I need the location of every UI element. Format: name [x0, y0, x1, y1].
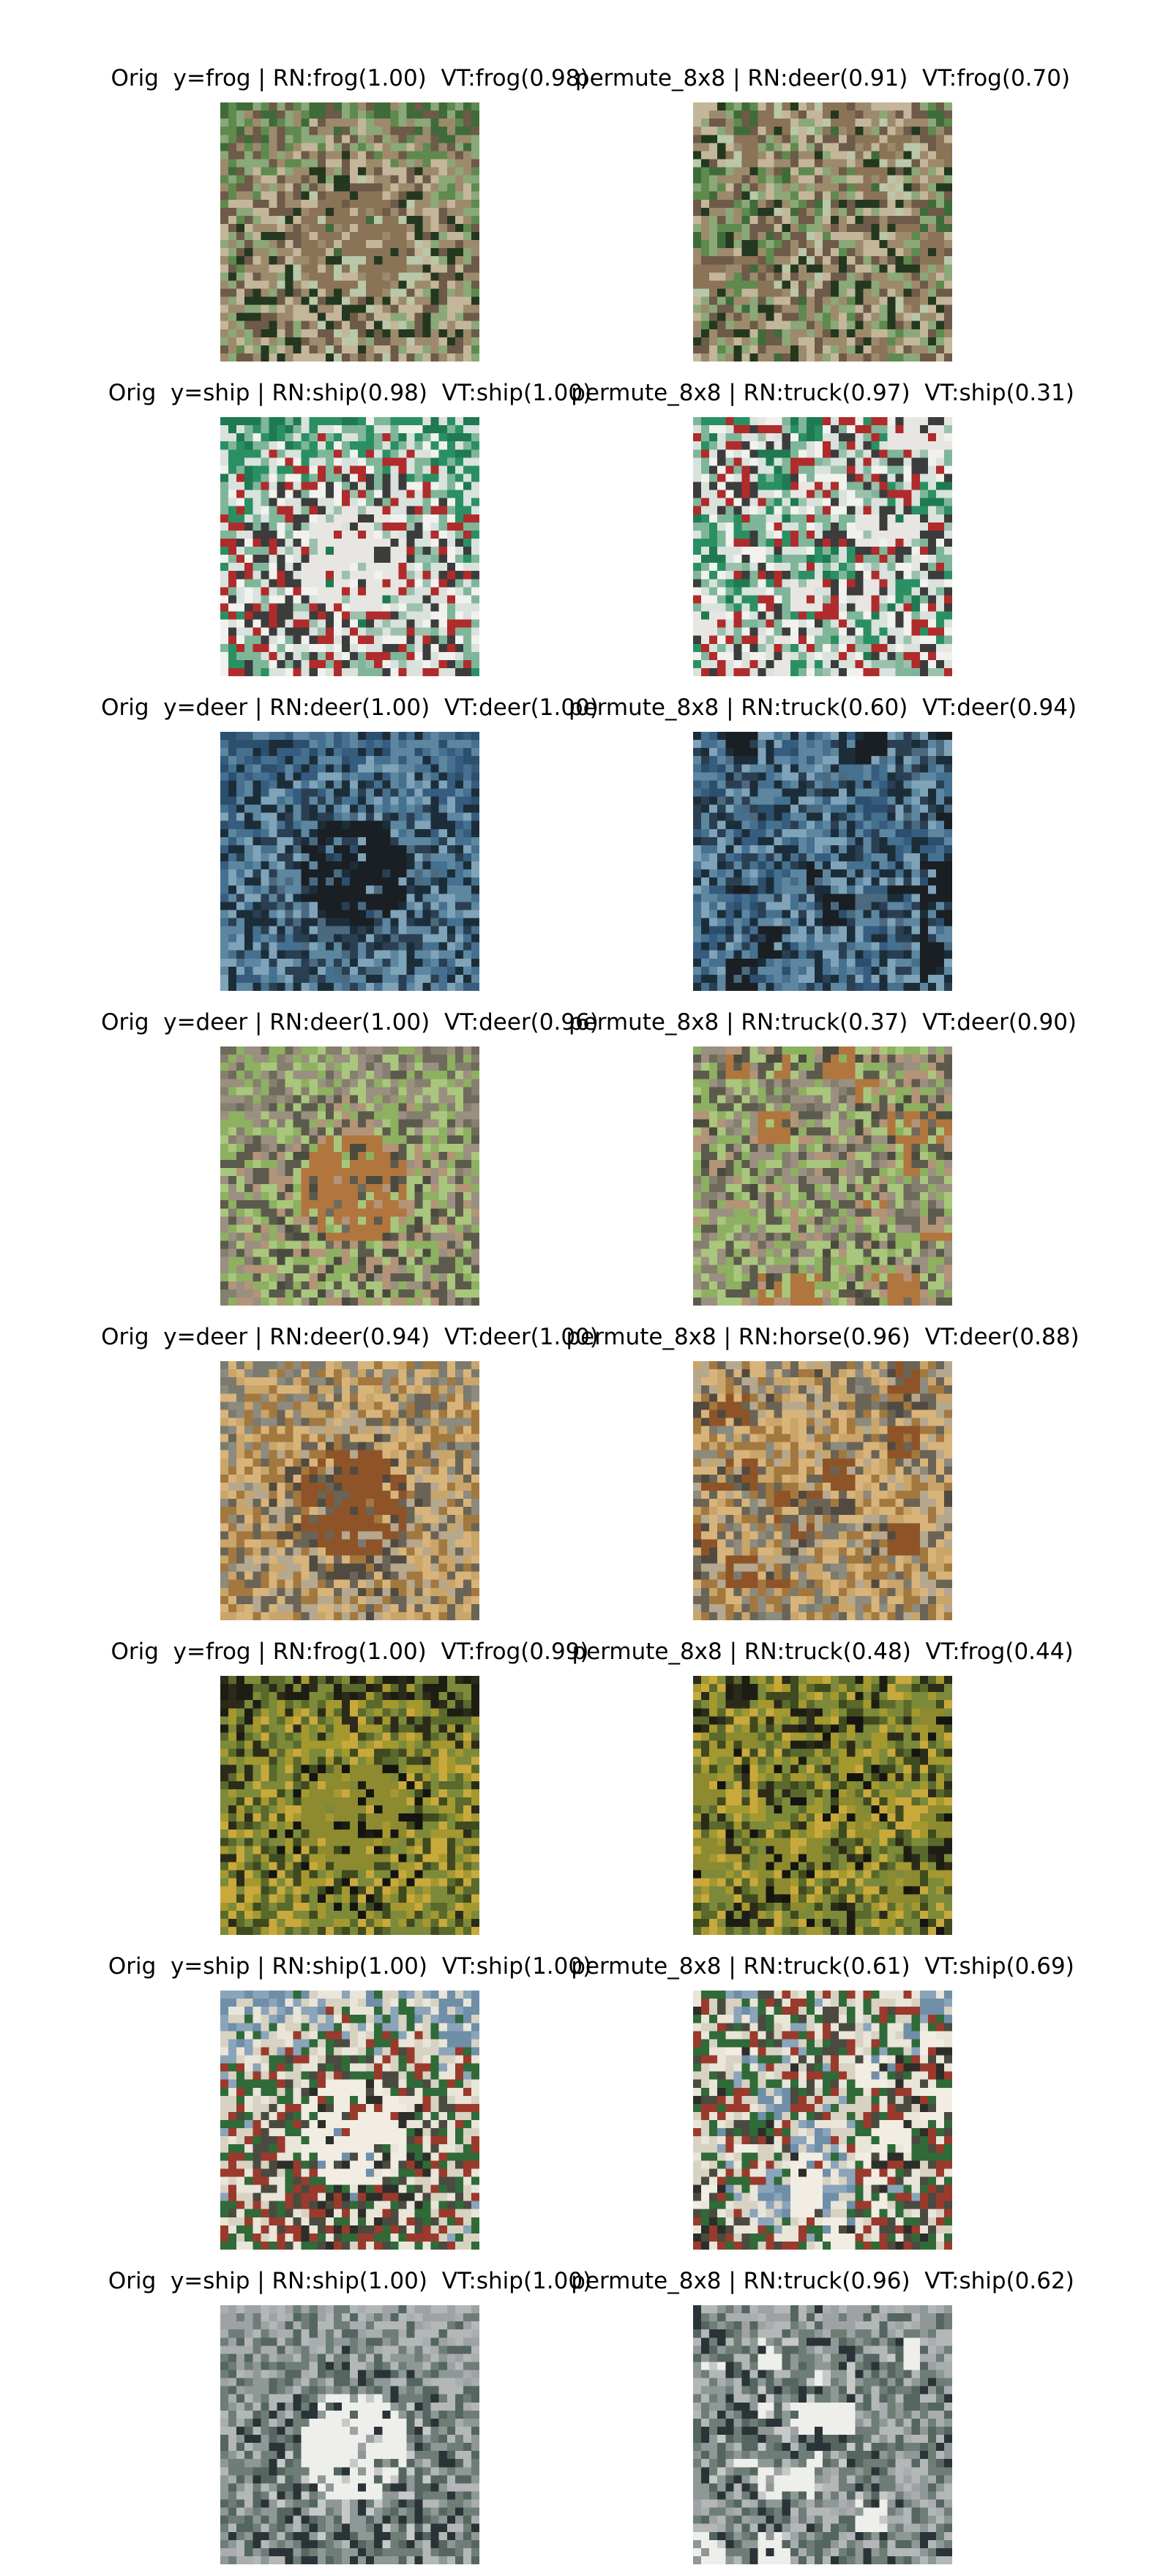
- permuted-image: [693, 2305, 952, 2564]
- orig-title: Orig y=deer | RN:deer(1.00) VT:deer(1.00…: [101, 694, 599, 721]
- figure-row: Orig y=deer | RN:deer(1.00) VT:deer(0.96…: [0, 944, 1171, 1306]
- orig-title: Orig y=frog | RN:frog(1.00) VT:frog(0.98…: [111, 65, 589, 91]
- permuted-title: permute_8x8 | RN:truck(0.61) VT:ship(0.6…: [571, 1953, 1074, 1980]
- original-image: [220, 2305, 479, 2564]
- orig-title: Orig y=frog | RN:frog(1.00) VT:frog(0.99…: [111, 1639, 589, 1665]
- figure-row: Orig y=frog | RN:frog(1.00) VT:frog(0.99…: [0, 1573, 1171, 1935]
- permuted-image: [693, 102, 952, 362]
- permuted-title: permute_8x8 | RN:truck(0.37) VT:deer(0.9…: [568, 1009, 1077, 1036]
- figure-row: Orig y=deer | RN:deer(0.94) VT:deer(1.00…: [0, 1259, 1171, 1620]
- orig-title: Orig y=deer | RN:deer(1.00) VT:deer(0.96…: [101, 1009, 599, 1036]
- figure-row: Orig y=ship | RN:ship(1.00) VT:ship(1.00…: [0, 1888, 1171, 2250]
- permuted-title: permute_8x8 | RN:deer(0.91) VT:frog(0.70…: [575, 65, 1071, 91]
- figure-row: Orig y=ship | RN:ship(0.98) VT:ship(1.00…: [0, 315, 1171, 676]
- original-image: [220, 732, 479, 991]
- permuted-title: permute_8x8 | RN:truck(0.97) VT:ship(0.3…: [571, 380, 1074, 406]
- permuted-image: [693, 1991, 952, 2250]
- figure-row: Orig y=ship | RN:ship(1.00) VT:ship(1.00…: [0, 2203, 1171, 2564]
- original-image: [220, 1361, 479, 1620]
- orig-title: Orig y=ship | RN:ship(1.00) VT:ship(1.00…: [108, 1953, 592, 1980]
- original-image: [220, 1046, 479, 1306]
- permuted-title: permute_8x8 | RN:truck(0.96) VT:ship(0.6…: [571, 2268, 1074, 2294]
- permuted-image: [693, 417, 952, 676]
- original-image: [220, 1991, 479, 2250]
- permuted-image: [693, 1046, 952, 1306]
- permuted-image: [693, 1361, 952, 1620]
- orig-title: Orig y=deer | RN:deer(0.94) VT:deer(1.00…: [101, 1324, 599, 1350]
- original-image: [220, 417, 479, 676]
- permuted-title: permute_8x8 | RN:horse(0.96) VT:deer(0.8…: [566, 1324, 1080, 1350]
- permuted-image: [693, 732, 952, 991]
- permuted-title: permute_8x8 | RN:truck(0.60) VT:deer(0.9…: [568, 694, 1077, 721]
- figure-row: Orig y=frog | RN:frog(1.00) VT:frog(0.98…: [0, 0, 1171, 362]
- original-image: [220, 1676, 479, 1935]
- permuted-title: permute_8x8 | RN:truck(0.48) VT:frog(0.4…: [572, 1639, 1074, 1665]
- orig-title: Orig y=ship | RN:ship(0.98) VT:ship(1.00…: [108, 380, 592, 406]
- figure-row: Orig y=deer | RN:deer(1.00) VT:deer(1.00…: [0, 629, 1171, 991]
- permuted-image: [693, 1676, 952, 1935]
- original-image: [220, 102, 479, 362]
- orig-title: Orig y=ship | RN:ship(1.00) VT:ship(1.00…: [108, 2268, 592, 2294]
